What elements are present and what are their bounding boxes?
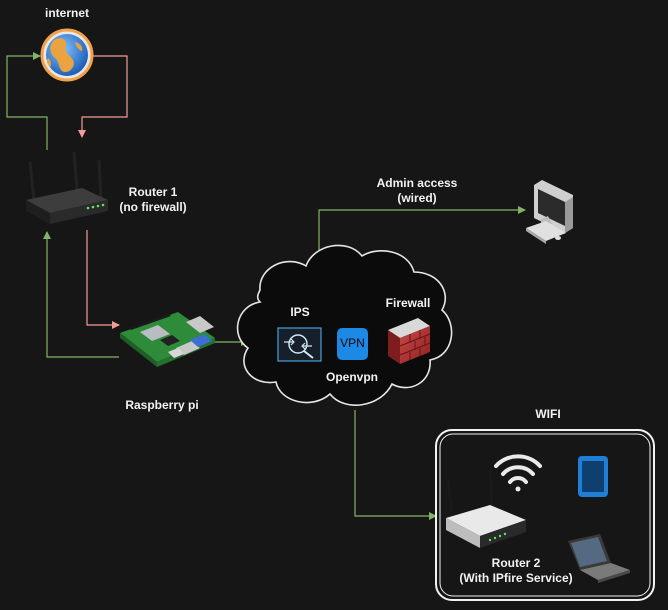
security-cloud <box>236 244 453 406</box>
firewall-icon <box>388 318 431 364</box>
link-router1-to-internet <box>6 52 48 150</box>
link-cloud-to-router2 <box>354 410 437 520</box>
router2-label-line2: (With IPfire Service) <box>459 571 573 585</box>
internet-globe-icon <box>40 28 94 82</box>
tablet-icon <box>578 456 608 497</box>
router1-icon <box>26 151 108 224</box>
router1-label-line1: Router 1 <box>128 185 178 199</box>
internet-label: internet <box>44 6 89 20</box>
router2-label-line1: Router 2 <box>491 556 541 570</box>
raspberry-pi-label: Raspberry pi <box>125 398 199 412</box>
link-internet-to-router1 <box>78 55 128 138</box>
raspberry-pi-board-icon <box>120 312 215 367</box>
link-cloud-to-admin <box>318 206 526 266</box>
router2-label: Router 2 (With IPfire Service) <box>450 556 582 586</box>
admin-access-label: Admin access (wired) <box>365 176 469 206</box>
openvpn-label: Openvpn <box>325 370 378 384</box>
laptop-icon <box>568 534 630 583</box>
router2-icon <box>446 469 526 548</box>
admin-label-line1: Admin access <box>376 176 458 190</box>
admin-computer-icon <box>526 180 573 244</box>
firewall-label: Firewall <box>385 296 431 310</box>
wifi-group-inner-box <box>439 433 651 597</box>
wifi-group-box <box>435 429 655 601</box>
link-router1-to-raspberry <box>86 230 120 329</box>
admin-label-line2: (wired) <box>397 191 437 205</box>
ips-icon <box>277 327 322 362</box>
router1-label: Router 1 (no firewall) <box>105 185 201 215</box>
vpn-icon <box>337 328 368 360</box>
wifi-group-title: WIFI <box>535 407 561 421</box>
link-raspberry-to-router1 <box>43 231 119 358</box>
wifi-signal-icon <box>494 454 542 492</box>
vpn-badge-label: VPN <box>340 336 365 350</box>
router1-label-line2: (no firewall) <box>119 200 187 214</box>
ips-label: IPS <box>290 305 310 319</box>
